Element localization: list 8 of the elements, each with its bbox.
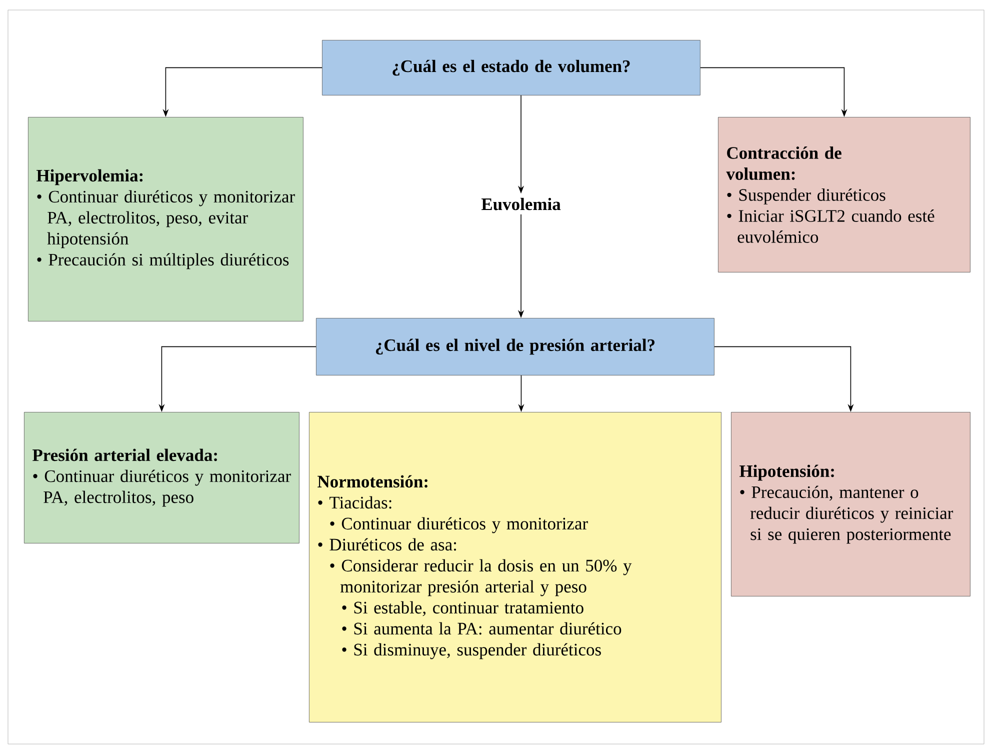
question-box: ¿Cuál es el nivel de presión arterial? [316,318,714,376]
recommendation-box: Normotensión: • Tiacidas: • Continuar diuréticos y monitorizar • Diuréticos de asa: • Considerar reducir la dosis en un 50% y monitorizar presión arterial y peso • Si estable, continuar tratamiento • Si aumenta la PA: aumentar diurético • Si disminuye, suspender diuréticos [309,412,722,722]
recommendation-box: Hipervolemia: • Continuar diuréticos y monitorizar PA, electrolitos, peso, evitar hipotensión • Precaución si múltiples diuréticos [28,117,304,322]
recommendation-box: Presión arterial elevada: • Continuar diuréticos y monitorizar PA, electrolitos, peso [24,412,300,544]
question-box: ¿Cuál es el estado de volumen? [322,40,700,96]
step-label: Euvolemia [481,198,561,210]
recommendation-box: Contracción de volumen: • Suspender diuréticos • Iniciar iSGLT2 cuando esté euvolémico [718,117,970,272]
recommendation-box: Hipotensión: • Precaución, mantener o reducir diuréticos y reiniciar si se quieren posteriormente [731,412,970,596]
